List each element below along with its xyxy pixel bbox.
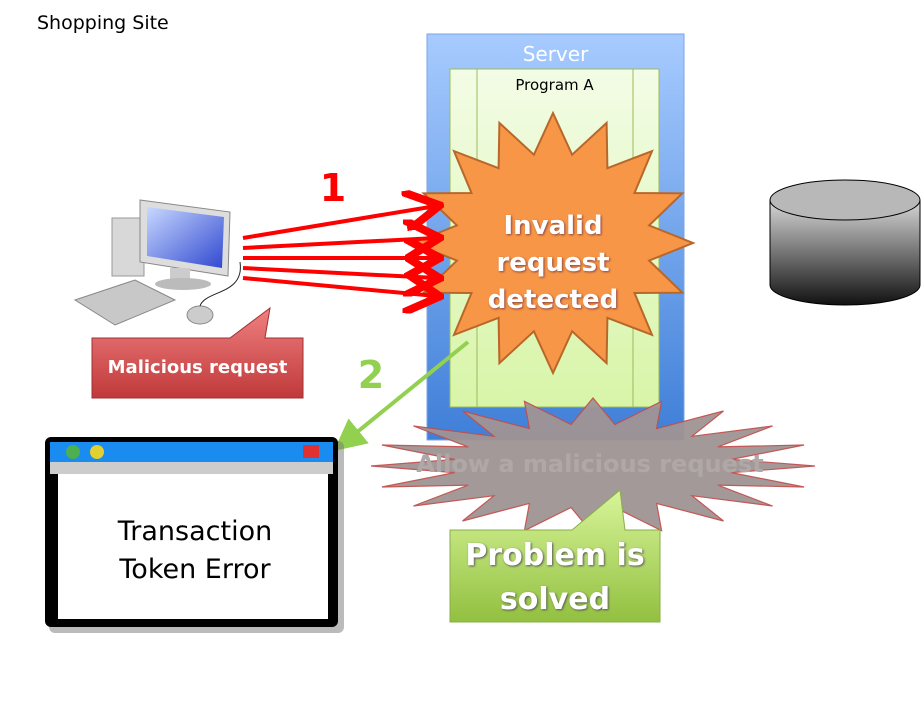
problem-solved-label: Problem is solved xyxy=(465,538,645,617)
step-1-label: 1 xyxy=(319,166,347,210)
close-icon xyxy=(303,445,319,458)
step-2-label: 2 xyxy=(357,353,385,397)
error-message: Transaction Token Error xyxy=(117,516,273,585)
red-arrow xyxy=(242,206,436,240)
page-title: Shopping Site xyxy=(37,12,169,34)
window-button-icon xyxy=(66,445,80,459)
green-arrow xyxy=(333,340,470,452)
red-arrow xyxy=(242,238,436,248)
server-label: Server xyxy=(522,42,589,66)
program-a-label: Program A xyxy=(515,76,594,94)
callout-malicious-shape xyxy=(91,306,304,399)
window-button-icon xyxy=(90,445,104,459)
red-arrow xyxy=(242,278,436,296)
allow-malicious-text: Allow a malicious request xyxy=(416,450,764,478)
error-window xyxy=(45,437,344,633)
computer-icon xyxy=(73,199,241,326)
callout-solved-shape xyxy=(449,489,661,623)
malicious-request-label: Malicious request xyxy=(107,357,288,378)
red-arrow xyxy=(242,268,436,278)
starburst-invalid-detected xyxy=(410,110,696,376)
malicious-request-arrows xyxy=(242,206,436,296)
database-icon xyxy=(769,179,921,306)
invalid-request-text: Invalid request detected xyxy=(487,211,619,315)
